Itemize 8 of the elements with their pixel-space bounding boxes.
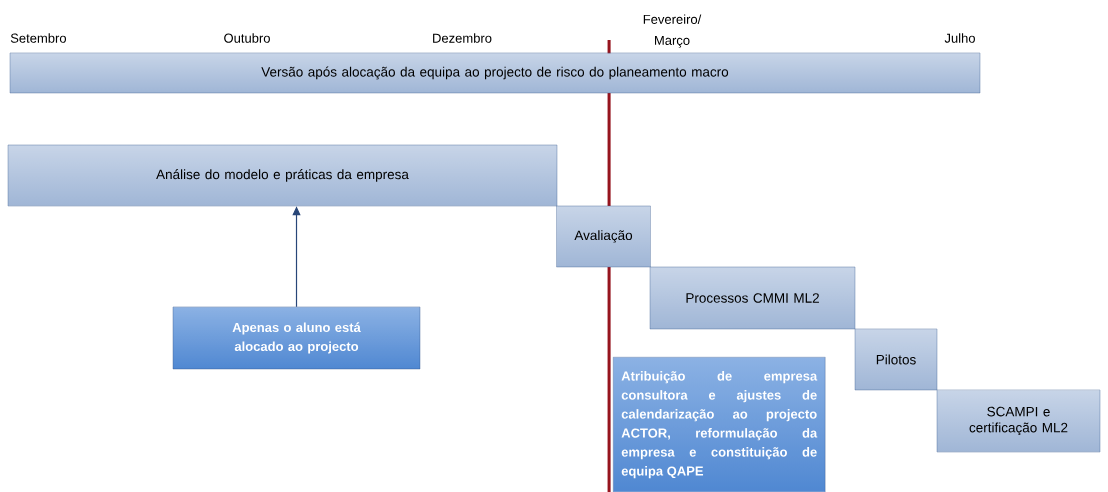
callout-box: Atribuição de empresa consultora e ajustes de calendarização ao projecto ACTOR, reformulação da empresa e constituição de equipa QAPE: [613, 357, 826, 492]
callout-box: Apenas o aluno está alocado ao projecto: [172, 306, 421, 370]
task-bar: Análise do modelo e práticas da empresa: [7, 144, 558, 207]
task-bar: Versão após alocação da equipa ao projecto de risco do planeamento macro: [9, 52, 981, 94]
task-bar: Avaliação: [556, 205, 651, 268]
task-bar: SCAMPI e certificação ML2: [936, 389, 1101, 453]
task-bar: Pilotos: [854, 328, 938, 391]
task-bar: Processos CMMI ML2: [649, 266, 856, 330]
